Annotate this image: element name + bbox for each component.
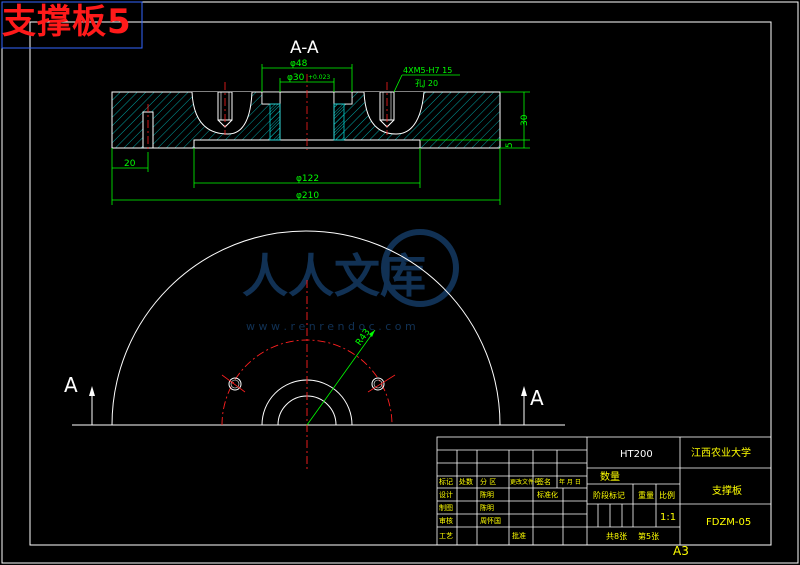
- tb-std: 标准化: [537, 490, 558, 499]
- tb-person2: 陈明: [480, 503, 494, 512]
- section-marker-left: A: [64, 373, 78, 397]
- tb-design: 设计: [439, 490, 453, 499]
- dim-h30: 30: [520, 114, 530, 126]
- section-view: [111, 74, 501, 152]
- dim-w20: 20: [124, 159, 136, 169]
- tb-person1: 陈明: [480, 490, 494, 499]
- tb-part-name: 支撑板: [712, 484, 742, 497]
- section-marker-right: A: [530, 386, 544, 410]
- watermark: 人人文库 w w w . r e n r e n d o c . c o m: [242, 229, 459, 333]
- paper-size-label: A3: [673, 544, 689, 558]
- plan-view: [72, 230, 565, 470]
- tb-process: 工艺: [439, 532, 453, 540]
- dim-d30: φ30: [287, 73, 305, 83]
- tb-school: 江西农业大学: [691, 446, 751, 459]
- tb-sheets-total: 共8张: [606, 532, 627, 541]
- tb-stage-label: 阶段标记: [593, 490, 625, 500]
- title-block-texts: HT200 江西农业大学 支撑板 FDZM-05 1:1 数量 阶段标记 重量 …: [439, 446, 751, 541]
- tb-row-label-2: 分 区: [480, 477, 496, 486]
- tb-row-label-0: 标记: [439, 477, 453, 486]
- tb-draw: 制图: [439, 503, 453, 512]
- tb-drawing-no: FDZM-05: [706, 517, 751, 528]
- header-title: 支撑板5: [2, 2, 132, 42]
- tb-sheet-no: 第5张: [638, 531, 659, 541]
- dim-d48: φ48: [290, 59, 308, 69]
- dim-d210: φ210: [296, 191, 319, 201]
- section-label: A-A: [290, 38, 319, 58]
- hole-note: 4XM5-H7 15: [403, 66, 452, 75]
- hole-depth-note: 孔J 20: [415, 79, 438, 88]
- tb-row-label-4: 签名: [537, 477, 551, 486]
- title-block: [436, 436, 772, 546]
- tb-scale: 1:1: [660, 512, 676, 523]
- dim-tolerance: +0.023: [308, 74, 330, 81]
- tb-qty-label: 数量: [600, 470, 620, 483]
- watermark-url: w w w . r e n r e n d o c . c o m: [246, 320, 416, 333]
- tb-row-label-1: 处数: [459, 477, 473, 486]
- tb-person3: 周怀国: [480, 516, 501, 525]
- section-dimensions: [111, 64, 530, 205]
- dim-d122: φ122: [296, 174, 319, 184]
- tb-approve: 批准: [512, 531, 526, 540]
- section-dimension-texts: φ48 +0.023 φ30 4XM5-H7 15 孔J 20 30 5 20 …: [124, 59, 530, 201]
- tb-weight-label: 重量: [638, 490, 654, 500]
- watermark-brand: 人人文库: [242, 249, 426, 303]
- tb-ratio-label: 比例: [659, 490, 675, 500]
- tb-check: 审核: [439, 516, 453, 525]
- inner-frame: [29, 21, 772, 546]
- title-box: [1, 1, 143, 49]
- tb-material: HT200: [620, 449, 653, 460]
- dim-h5: 5: [505, 142, 515, 148]
- tb-row-label-3: 更改文件号: [510, 478, 540, 486]
- tb-row-label-5: 年 月 日: [559, 478, 581, 486]
